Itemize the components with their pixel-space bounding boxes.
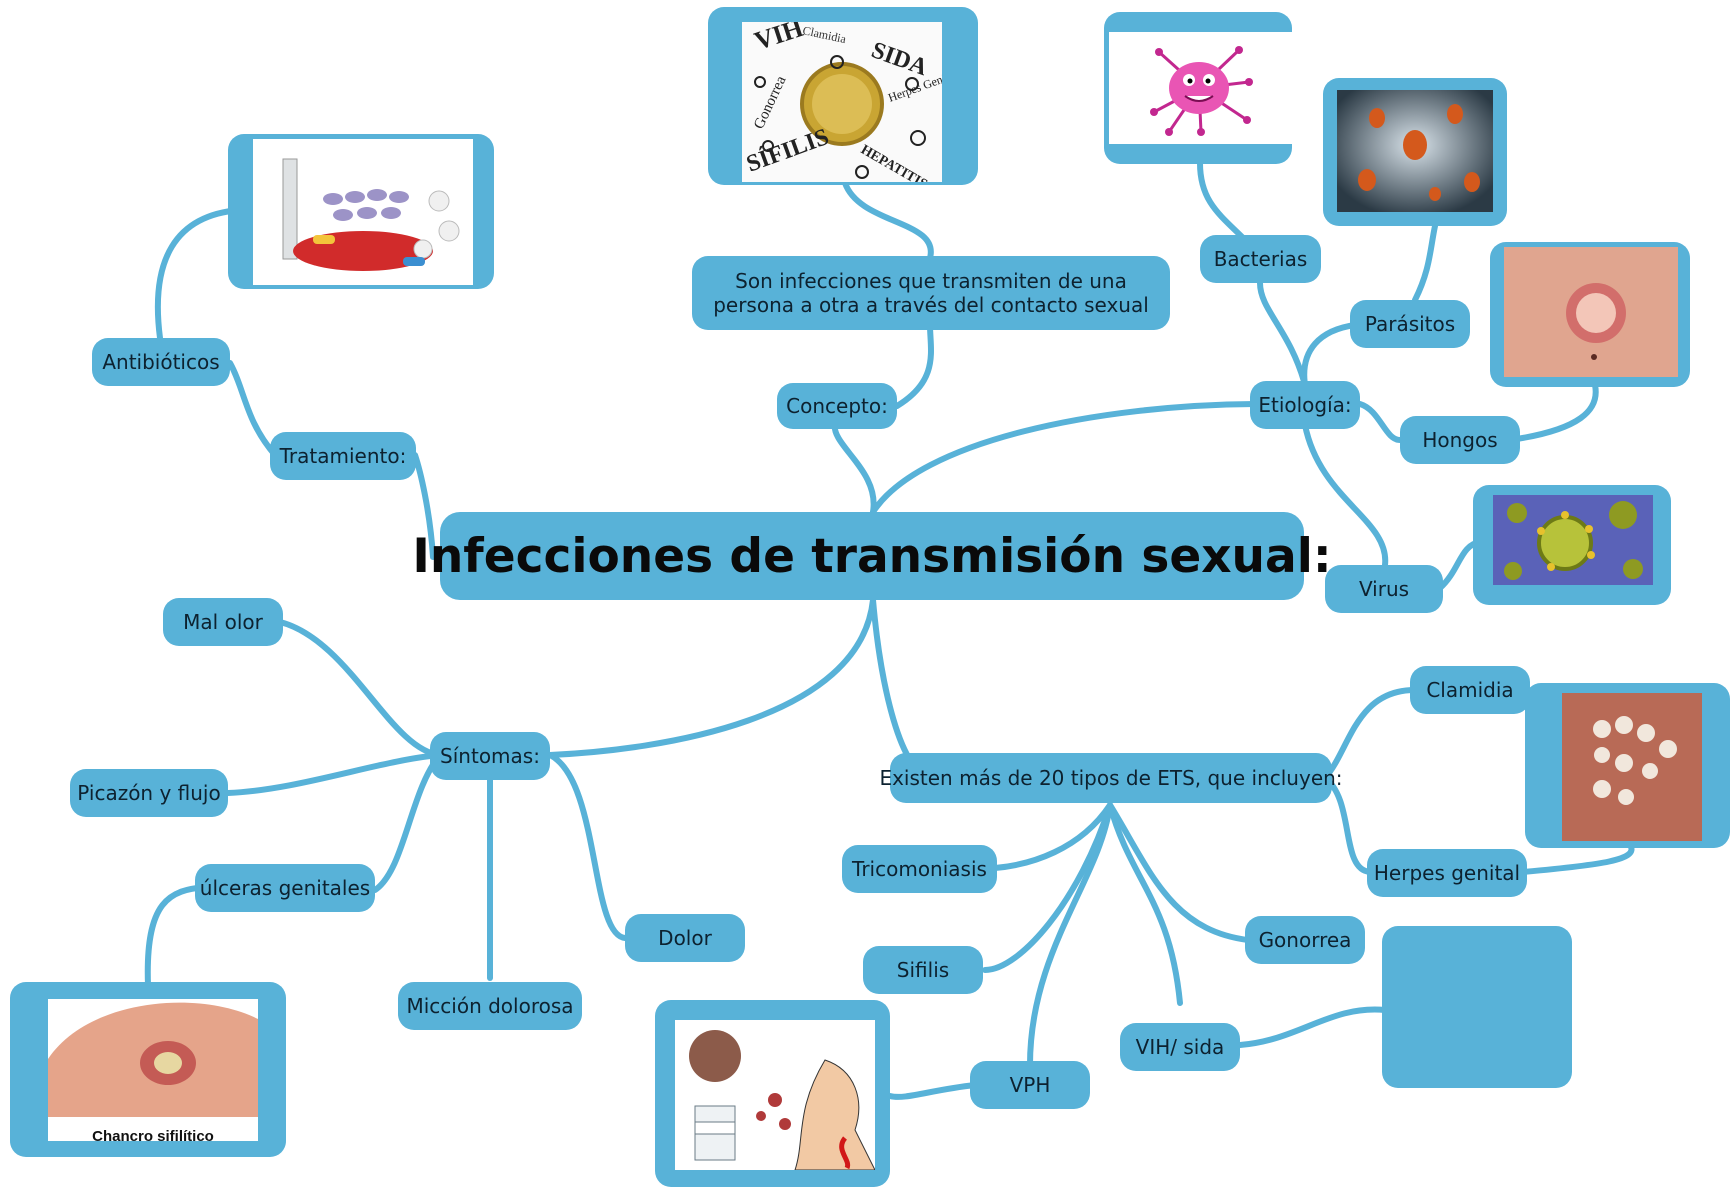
vph-illustration-image bbox=[675, 1020, 875, 1170]
bacteria-cartoon-image bbox=[1109, 32, 1292, 144]
etiologia-node[interactable]: Etiología: bbox=[1250, 381, 1360, 429]
tipo-item-herpes[interactable]: Herpes genital bbox=[1367, 849, 1527, 897]
parasites-image-frame[interactable] bbox=[1323, 78, 1507, 226]
virus-image-frame[interactable] bbox=[1473, 485, 1671, 605]
tipos-node[interactable]: Existen más de 20 tipos de ETS, que incl… bbox=[879, 753, 1343, 803]
sintomas-node[interactable]: Síntomas: bbox=[430, 732, 550, 780]
tipo-item-vih[interactable]: VIH/ sida bbox=[1120, 1023, 1240, 1071]
tipo-item-sifilis[interactable]: Sifilis bbox=[863, 946, 983, 994]
vih-empty-frame[interactable] bbox=[1382, 926, 1572, 1088]
concepto-definition-node[interactable]: Son infecciones que transmiten de una pe… bbox=[692, 256, 1170, 330]
sintomas-item-picazon[interactable]: Picazón y flujo bbox=[70, 769, 228, 817]
tipo-item-gonorrea[interactable]: Gonorrea bbox=[1245, 916, 1365, 964]
virus-image bbox=[1493, 495, 1653, 585]
medication-image-frame[interactable] bbox=[228, 134, 494, 289]
etiologia-item-bacterias[interactable]: Bacterias bbox=[1200, 235, 1321, 283]
concepto-node[interactable]: Concepto: bbox=[777, 383, 897, 429]
vph-image-frame[interactable] bbox=[655, 1000, 890, 1187]
herpes-image-frame[interactable] bbox=[1525, 683, 1730, 848]
tratamiento-node[interactable]: Tratamiento: bbox=[270, 432, 416, 480]
ulcer-caption: Chancro sifilítico bbox=[92, 1128, 214, 1141]
sti-poster-image: VIH SIDA Clamidia Gonorrea Herpes Genita… bbox=[742, 22, 942, 182]
tipo-item-clamidia[interactable]: Clamidia bbox=[1410, 666, 1530, 714]
sintomas-item-mal-olor[interactable]: Mal olor bbox=[163, 598, 283, 646]
central-topic[interactable]: Infecciones de transmisión sexual: bbox=[412, 512, 1332, 600]
sintomas-item-ulceras[interactable]: úlceras genitales bbox=[195, 864, 375, 912]
ulcer-image: Chancro sifilítico bbox=[48, 999, 258, 1141]
etiologia-item-hongos[interactable]: Hongos bbox=[1400, 416, 1520, 464]
sintomas-item-miccion[interactable]: Micción dolorosa bbox=[398, 982, 582, 1030]
sti-poster-frame[interactable]: VIH SIDA Clamidia Gonorrea Herpes Genita… bbox=[708, 7, 978, 185]
bacteria-image-frame[interactable] bbox=[1104, 12, 1292, 164]
medication-image bbox=[253, 139, 473, 285]
tipo-item-vph[interactable]: VPH bbox=[970, 1061, 1090, 1109]
fungus-skin-image bbox=[1504, 247, 1678, 377]
tipo-item-tricomoniasis[interactable]: Tricomoniasis bbox=[842, 845, 997, 893]
fungus-image-frame[interactable] bbox=[1490, 242, 1690, 387]
etiologia-item-parasitos[interactable]: Parásitos bbox=[1350, 300, 1470, 348]
parasites-image bbox=[1337, 90, 1493, 212]
tratamiento-item-antibioticos[interactable]: Antibióticos bbox=[92, 338, 230, 386]
herpes-image bbox=[1562, 693, 1702, 841]
sintomas-item-dolor[interactable]: Dolor bbox=[625, 914, 745, 962]
ulcer-image-frame[interactable]: Chancro sifilítico bbox=[10, 982, 286, 1157]
etiologia-item-virus[interactable]: Virus bbox=[1325, 565, 1443, 613]
